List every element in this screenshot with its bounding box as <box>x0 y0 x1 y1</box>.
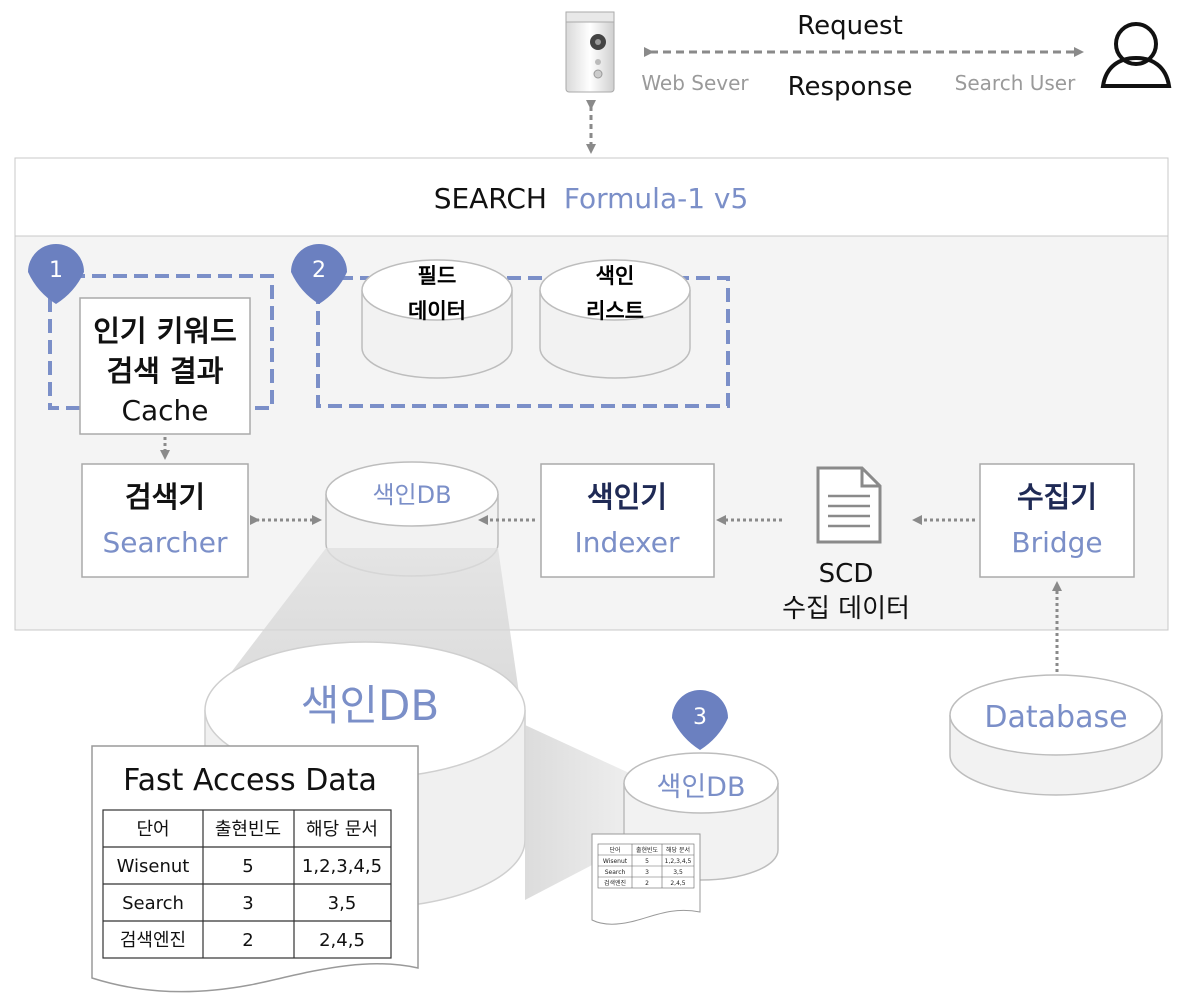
cache-label-line2: 검색 결과 <box>107 354 224 388</box>
user-icon <box>1100 22 1172 88</box>
marker-1: 1 <box>28 244 84 304</box>
svg-text:Search: Search <box>605 869 626 876</box>
cache-box: 인기 키워드 검색 결과 Cache <box>79 297 251 435</box>
marker-2: 2 <box>291 244 347 304</box>
field-data-cylinder: 필드 데이터 <box>361 259 513 379</box>
svg-text:3: 3 <box>645 869 649 876</box>
table-cell: 2,4,5 <box>319 930 365 951</box>
index-list-cylinder: 색인 리스트 <box>539 259 691 379</box>
svg-text:검색엔진: 검색엔진 <box>604 879 626 887</box>
page-title: SEARCH Formula-1 v5 <box>434 182 749 215</box>
web-server-label: Web Sever <box>641 71 749 95</box>
response-label: Response <box>788 72 913 102</box>
table-cell: 3,5 <box>328 893 357 914</box>
search-user-label: Search User <box>955 71 1076 95</box>
svg-text:단어: 단어 <box>609 846 620 854</box>
svg-text:색인DB: 색인DB <box>657 772 746 803</box>
svg-text:2: 2 <box>645 880 649 887</box>
table-cell: Search <box>122 893 184 914</box>
table-cell: 검색엔진 <box>120 930 186 951</box>
scd-label-line2: 수집 데이터 <box>782 594 910 624</box>
fast-access-document: Fast Access Data <box>91 745 419 993</box>
svg-text:출현빈도: 출현빈도 <box>636 846 659 854</box>
svg-text:3,5: 3,5 <box>673 869 683 876</box>
svg-text:3: 3 <box>693 705 707 730</box>
svg-text:색인DB: 색인DB <box>301 681 439 730</box>
table-header: 단어 <box>136 819 169 840</box>
svg-text:Indexer: Indexer <box>575 526 680 559</box>
web-server-icon <box>565 11 615 93</box>
svg-text:Bridge: Bridge <box>1011 526 1102 559</box>
svg-text:색인기: 색인기 <box>587 480 667 514</box>
fast-access-title: Fast Access Data <box>123 763 377 798</box>
svg-text:2,4,5: 2,4,5 <box>670 880 685 887</box>
table-cell: Wisenut <box>117 856 190 877</box>
fast-access-table-text: 단어 출현빈도 해당 문서 Wisenut 5 1,2,3,4,5 Search… <box>117 819 382 951</box>
table-header: 해당 문서 <box>306 819 378 840</box>
bridge-box: 수집기 Bridge <box>979 463 1135 578</box>
table-cell: 3 <box>242 893 253 914</box>
title-part2: Formula-1 v5 <box>564 182 748 215</box>
zoom-beam-2 <box>525 725 640 900</box>
table-cell: 1,2,3,4,5 <box>302 856 382 877</box>
svg-text:Database: Database <box>984 700 1127 735</box>
svg-text:검색기: 검색기 <box>125 480 205 514</box>
svg-text:1,2,3,4,5: 1,2,3,4,5 <box>665 858 692 865</box>
svg-text:색인: 색인 <box>596 264 635 288</box>
marker-3: 3 <box>672 690 728 750</box>
document-icon <box>816 466 882 544</box>
storage-group-frame <box>316 276 730 408</box>
indexer-box: 색인기 Indexer <box>540 463 715 578</box>
svg-text:리스트: 리스트 <box>586 299 644 323</box>
table-cell: 5 <box>242 856 253 877</box>
svg-text:5: 5 <box>645 858 649 865</box>
svg-text:색인DB: 색인DB <box>372 481 451 509</box>
request-label: Request <box>797 11 903 41</box>
svg-text:해당 문서: 해당 문서 <box>666 846 690 854</box>
header-bar <box>14 157 1169 237</box>
table-cell: 2 <box>242 930 253 951</box>
searcher-box: 검색기 Searcher <box>81 463 249 578</box>
svg-text:수집기: 수집기 <box>1017 480 1097 514</box>
svg-text:1: 1 <box>49 258 63 283</box>
fast-access-table <box>102 809 392 959</box>
database-cylinder: Database <box>949 674 1163 796</box>
table-header: 출현빈도 <box>215 819 281 840</box>
svg-text:Wisenut: Wisenut <box>603 858 628 865</box>
cache-label-line3: Cache <box>121 394 208 427</box>
svg-text:필드: 필드 <box>418 264 457 288</box>
mini-document: 단어 출현빈도 해당 문서 Wisenut 5 1,2,3,4,5 Search… <box>591 833 701 925</box>
scd-label-line1: SCD <box>819 559 874 589</box>
title-part1: SEARCH <box>434 182 547 215</box>
svg-text:2: 2 <box>312 258 326 283</box>
svg-text:Searcher: Searcher <box>103 526 228 559</box>
cache-label-line1: 인기 키워드 <box>93 314 237 348</box>
svg-text:데이터: 데이터 <box>408 299 466 323</box>
